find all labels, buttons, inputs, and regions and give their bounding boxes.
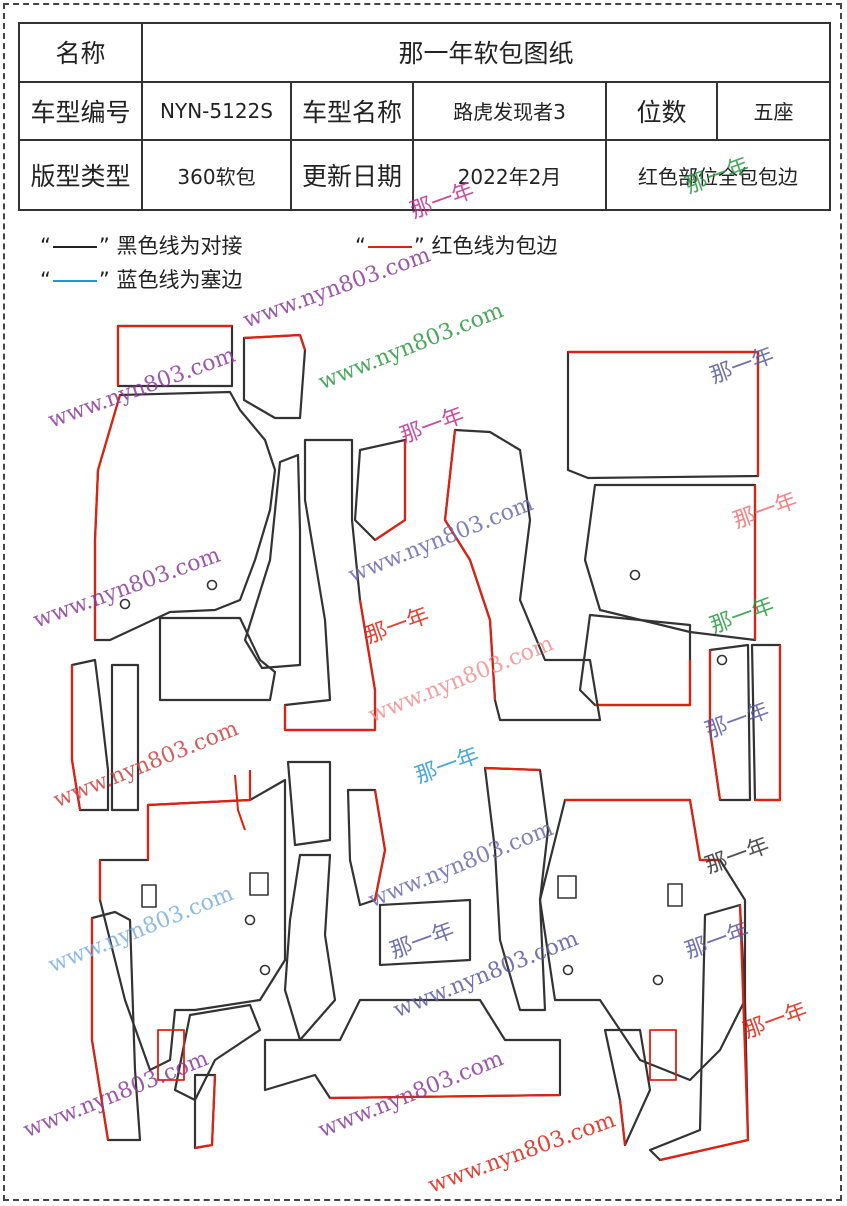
- upper-left-small-edge: [243, 333, 307, 351]
- lower-rear-panel: [263, 998, 562, 1100]
- mount-hole: [716, 654, 728, 666]
- upper-left-small-block: [242, 333, 307, 420]
- lower-left-rear-edge: [194, 1074, 217, 1150]
- lower-center-panel: [378, 898, 472, 967]
- cutout: [157, 1029, 185, 1081]
- lower-center-left-edge: [373, 789, 387, 901]
- info-table: 名称 那一年软包图纸 车型编号 NYN-5122S 车型名称 路虎发现者3 位数…: [18, 22, 832, 211]
- model-name-value: 路虎发现者3: [412, 80, 607, 142]
- quote-open: “: [40, 234, 51, 258]
- lower-left-tunnel-2: [283, 853, 337, 1042]
- mount-hole: [244, 914, 256, 926]
- cutout: [141, 884, 157, 908]
- legend-black-text: 黑色线为对接: [116, 234, 243, 258]
- legend-black: “ ” 黑色线为对接: [40, 230, 242, 260]
- mount-hole: [119, 598, 131, 610]
- blue-line-sample: [52, 280, 97, 282]
- lower-right-riser-edge: [618, 1099, 627, 1146]
- lower-left-riser: [173, 1003, 262, 1102]
- mount-hole: [259, 964, 271, 976]
- upper-left-floor-edge: [93, 394, 122, 640]
- lower-rear-edge: [329, 1093, 561, 1100]
- lower-right-riser: [603, 1028, 652, 1147]
- page-border: [3, 3, 842, 1201]
- legend-red-text: 红色线为包边: [431, 234, 558, 258]
- color-scope-value: 红色部位全包包边: [604, 139, 832, 211]
- mount-hole: [629, 569, 641, 581]
- upper-left-top-edge: [116, 324, 232, 386]
- seats-label: 位数: [605, 80, 718, 142]
- name-label: 名称: [18, 22, 143, 83]
- upper-left-side-block: [110, 663, 140, 812]
- model-no-value: NYN-5122S: [141, 80, 292, 142]
- upper-left-side-edge: [70, 665, 82, 811]
- legend-blue: “ ” 蓝色线为塞边: [40, 264, 242, 294]
- seats-value: 五座: [715, 80, 832, 142]
- name-value: 那一年软包图纸: [140, 22, 832, 83]
- mount-hole: [206, 579, 218, 591]
- model-name-label: 车型名称: [290, 80, 414, 142]
- lower-center-right-strip: [483, 766, 550, 1012]
- quote-close: ”: [98, 234, 110, 258]
- quote-close: ”: [413, 234, 425, 258]
- upper-left-tunnel: [243, 453, 302, 670]
- upper-right-top-edge: [568, 350, 760, 476]
- lower-center-right-edge: [484, 766, 541, 772]
- type-label: 版型类型: [18, 139, 143, 211]
- cutout: [557, 875, 577, 899]
- quote-open: “: [355, 234, 366, 258]
- legend-red: “ ” 红色线为包边: [355, 230, 557, 260]
- mount-hole: [652, 974, 664, 986]
- lower-left-outer-edge: [90, 918, 110, 1141]
- lower-left-tunnel: [286, 760, 332, 847]
- cutout: [667, 883, 683, 907]
- upper-left-lower-block: [158, 616, 277, 702]
- upper-right-side-edge: [755, 645, 782, 802]
- red-seam: [234, 774, 246, 831]
- upper-center-left-flap-edge: [374, 440, 407, 541]
- upper-center-right-edge: [443, 429, 497, 701]
- lower-left-floor-edge: [98, 770, 252, 900]
- date-label: 更新日期: [290, 139, 414, 211]
- upper-right-side-block-edge: [708, 650, 722, 801]
- lower-right-outer-edge: [659, 904, 750, 1162]
- type-value: 360软包: [141, 139, 292, 211]
- upper-right-lower-edge: [595, 660, 692, 707]
- upper-center-left-edge: [283, 599, 377, 732]
- model-no-label: 车型编号: [18, 80, 143, 142]
- cutout: [649, 1029, 677, 1081]
- mount-hole: [562, 964, 574, 976]
- cutout: [249, 872, 269, 896]
- date-value: 2022年2月: [412, 139, 607, 211]
- quote-close: ”: [98, 268, 110, 292]
- lower-right-floor-edge: [565, 798, 720, 862]
- quote-open: “: [40, 268, 51, 292]
- black-line-sample: [52, 246, 97, 248]
- red-line-sample: [367, 246, 412, 248]
- legend-blue-text: 蓝色线为塞边: [116, 268, 243, 292]
